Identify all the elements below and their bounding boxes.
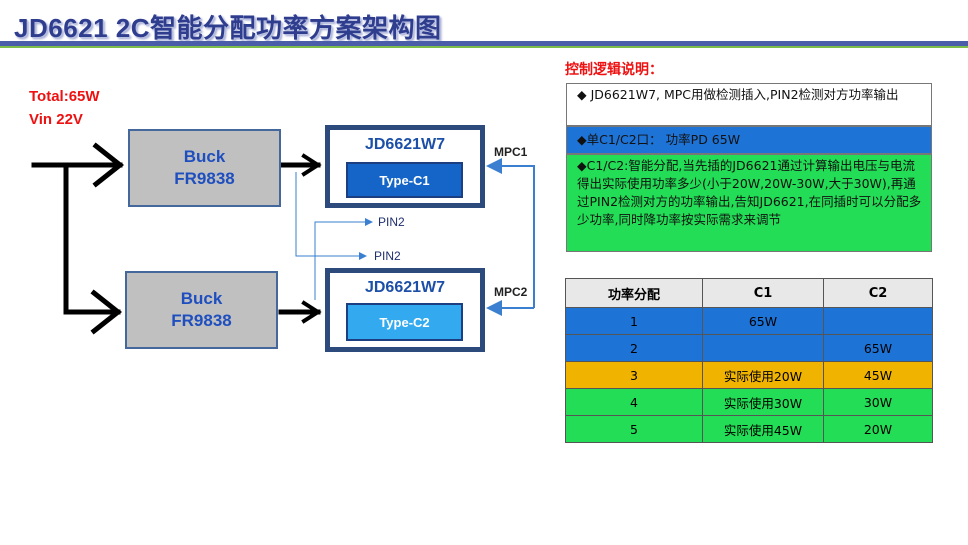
title-divider [0, 41, 968, 46]
total-power-label: Total:65W [29, 88, 100, 105]
pin2-label-b: PIN2 [374, 249, 401, 263]
buck-2-part: FR9838 [171, 311, 232, 330]
cell-c2: 45W [823, 361, 933, 389]
table-row: 3 实际使用20W 45W [565, 361, 933, 389]
pin2-label-a: PIN2 [378, 215, 405, 229]
logic-title: 控制逻辑说明： [565, 61, 663, 77]
logic-note-2: ◆单C1/C2口： 功率PD 65W [566, 126, 932, 154]
mpc1-line [486, 158, 535, 308]
buck-converter-1: Buck FR9838 [128, 129, 281, 207]
power-allocation-table: 功率分配 C1 C2 1 65W 2 65W 3 实际使用20W 45W 4 实… [565, 278, 933, 443]
buck-1-label: Buck [183, 147, 226, 166]
buck2-output-arrow [301, 300, 322, 324]
controller-2: JD6621W7 Type-C2 [325, 268, 485, 352]
cell-c1: 实际使用45W [702, 415, 824, 443]
pin2-line-a [314, 218, 373, 300]
buck-2-label: Buck [180, 289, 223, 308]
cell-c1: 实际使用30W [702, 388, 824, 416]
header-c2: C2 [823, 278, 933, 308]
cell-c2: 20W [823, 415, 933, 443]
buck-1-part: FR9838 [174, 169, 235, 188]
logic-note-1: ◆ JD6621W7, MPC用做检测插入,PIN2检测对方功率输出 [566, 83, 932, 126]
cell-c2 [823, 307, 933, 335]
pin2-line-b [295, 172, 367, 260]
cell-index: 4 [565, 388, 703, 416]
cell-index: 1 [565, 307, 703, 335]
buck1-input-arrow [92, 142, 125, 188]
logic-note-3: ◆C1/C2:智能分配,当先插的JD6621通过计算输出电压与电流得出实际使用功… [566, 154, 932, 252]
controller-1: JD6621W7 Type-C1 [325, 125, 485, 208]
buck-converter-2: Buck FR9838 [125, 271, 278, 349]
cell-index: 2 [565, 334, 703, 362]
cell-c1: 实际使用20W [702, 361, 824, 389]
header-allocation: 功率分配 [565, 278, 703, 308]
controller-2-chip: JD6621W7 [364, 279, 446, 296]
table-row: 1 65W [565, 307, 933, 335]
mpc2-label: MPC2 [494, 285, 528, 299]
cell-c2: 65W [823, 334, 933, 362]
page-title: JD6621 2C智能分配功率方案架构图 [14, 13, 442, 43]
buck1-output-arrow [301, 153, 322, 177]
table-row: 4 实际使用30W 30W [565, 388, 933, 416]
table-row: 5 实际使用45W 20W [565, 415, 933, 443]
table-row: 2 65W [565, 334, 933, 362]
cell-index: 3 [565, 361, 703, 389]
header-c1: C1 [702, 278, 824, 308]
controller-1-chip: JD6621W7 [364, 136, 446, 153]
cell-c2: 30W [823, 388, 933, 416]
cell-c1 [702, 334, 824, 362]
type-c2-port: Type-C2 [346, 303, 463, 341]
title-divider-accent [0, 46, 968, 48]
type-c1-port: Type-C1 [346, 162, 463, 198]
cell-index: 5 [565, 415, 703, 443]
cell-c1: 65W [702, 307, 824, 335]
input-voltage-label: Vin 22V [29, 111, 83, 128]
buck2-input-arrow [90, 289, 123, 335]
table-header-row: 功率分配 C1 C2 [565, 278, 933, 308]
mpc1-label: MPC1 [494, 145, 528, 159]
